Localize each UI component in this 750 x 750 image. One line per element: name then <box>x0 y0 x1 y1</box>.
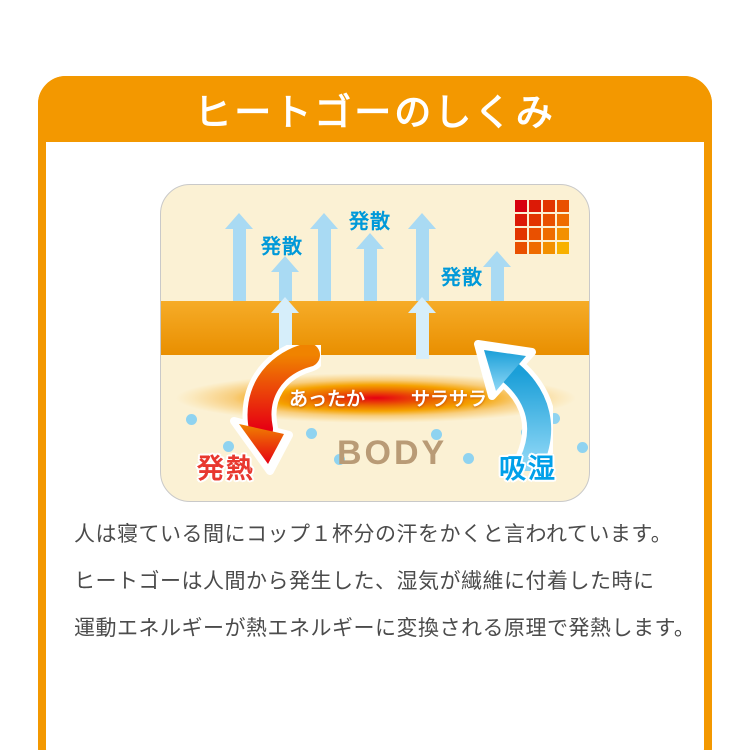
mechanism-diagram: 発散 発散 発散 あったか サラサラ <box>160 184 590 502</box>
evaporation-arrow <box>271 256 299 301</box>
evaporation-arrow <box>483 251 511 301</box>
heat-generation-arrow-icon <box>230 345 321 475</box>
dry-label: サラサラ <box>411 389 488 410</box>
evaporation-arrow <box>225 213 253 301</box>
brand-pixel-grid-icon <box>515 200 569 254</box>
moisture-dot <box>463 453 474 464</box>
evaporation-arrow <box>310 213 338 301</box>
heat-generation-label: 発熱 <box>197 454 255 484</box>
warm-label: あったか <box>289 389 366 410</box>
moisture-dot <box>223 441 234 452</box>
evaporation-label: 発散 <box>261 236 303 258</box>
moisture-dot <box>549 413 560 424</box>
moisture-dot <box>431 429 442 440</box>
moisture-absorption-label: 吸湿 <box>499 454 557 484</box>
moisture-absorption-arrow-icon <box>474 340 553 471</box>
evaporation-arrow <box>408 213 436 301</box>
evaporation-arrow <box>356 233 384 301</box>
page-title: ヒートゴーのしくみ <box>194 92 556 133</box>
body-label: BODY <box>337 434 448 472</box>
evaporation-label: 発散 <box>349 211 391 233</box>
moisture-dot <box>577 442 588 453</box>
header-band: ヒートゴーのしくみ <box>38 76 712 142</box>
moisture-through-arrow <box>408 297 436 359</box>
moisture-dot <box>334 454 345 465</box>
moisture-dot <box>306 428 317 439</box>
description-line: 人は寝ている間にコップ１杯分の汗をかくと言われています。 <box>74 523 673 546</box>
description-line: ヒートゴーは人間から発生した、湿気が繊維に付着した時に <box>74 570 655 593</box>
description: 人は寝ている間にコップ１杯分の汗をかくと言われています。 ヒートゴーは人間から発… <box>74 522 704 663</box>
moisture-dot <box>186 414 197 425</box>
description-line: 運動エネルギーが熱エネルギーに変換される原理で発熱します。 <box>74 617 696 640</box>
evaporation-label: 発散 <box>441 267 483 289</box>
